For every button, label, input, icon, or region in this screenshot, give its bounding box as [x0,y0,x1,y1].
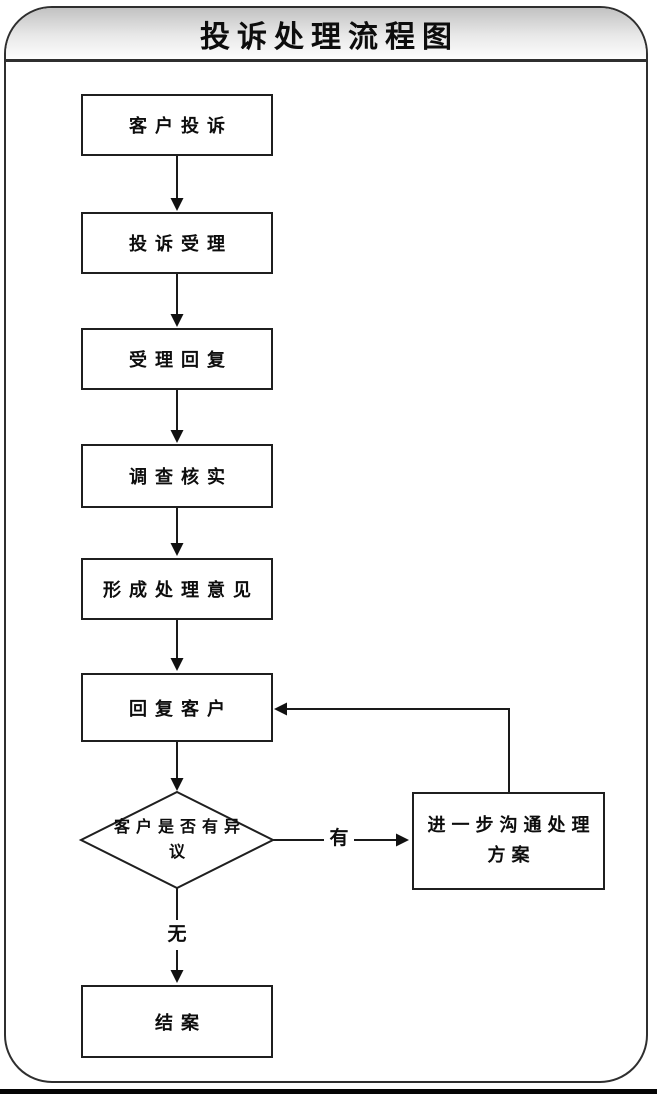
edge-label-no: 无 [162,920,192,950]
node-further-communication: 进一步沟通处理方案 [412,792,605,890]
node-label: 投诉受理 [129,234,233,254]
connector-loopback [287,708,510,792]
node-objection-decision: 客户是否有异议 [97,808,257,874]
flowchart-header: 投诉处理流程图 [6,8,646,62]
node-label: 进一步沟通处理方案 [427,815,596,865]
node-form-opinion: 形成处理意见 [81,558,273,620]
arrowhead-down-icon [170,543,184,556]
arrowhead-down-icon [170,314,184,327]
flowchart-panel: 投诉处理流程图 [4,6,648,1083]
node-customer-complaint: 客户投诉 [81,94,273,156]
node-label: 形成处理意见 [103,580,259,600]
node-acceptance-reply: 受理回复 [81,328,273,390]
arrowhead-down-icon [170,430,184,443]
arrowhead-down-icon [170,658,184,671]
node-label: 受理回复 [129,350,233,370]
page-title: 投诉处理流程图 [200,20,459,54]
node-label: 调查核实 [129,467,233,487]
node-reply-customer: 回复客户 [81,673,273,742]
node-label: 回复客户 [129,698,233,719]
node-complaint-acceptance: 投诉受理 [81,212,273,274]
node-label: 客户是否有异议 [113,819,246,861]
node-investigation: 调查核实 [81,444,273,508]
page-bottom-border [0,1089,657,1094]
decision-diamond [78,790,276,890]
node-label: 结案 [155,1012,207,1033]
arrowhead-down-icon [170,778,184,791]
node-close-case: 结案 [81,985,273,1058]
arrowhead-left-icon [274,702,287,716]
arrowhead-right-icon [396,833,409,847]
edge-label-yes: 有 [324,824,354,854]
arrowhead-down-icon [170,198,184,211]
node-label: 客户投诉 [129,116,233,136]
arrowhead-down-icon [170,970,184,983]
